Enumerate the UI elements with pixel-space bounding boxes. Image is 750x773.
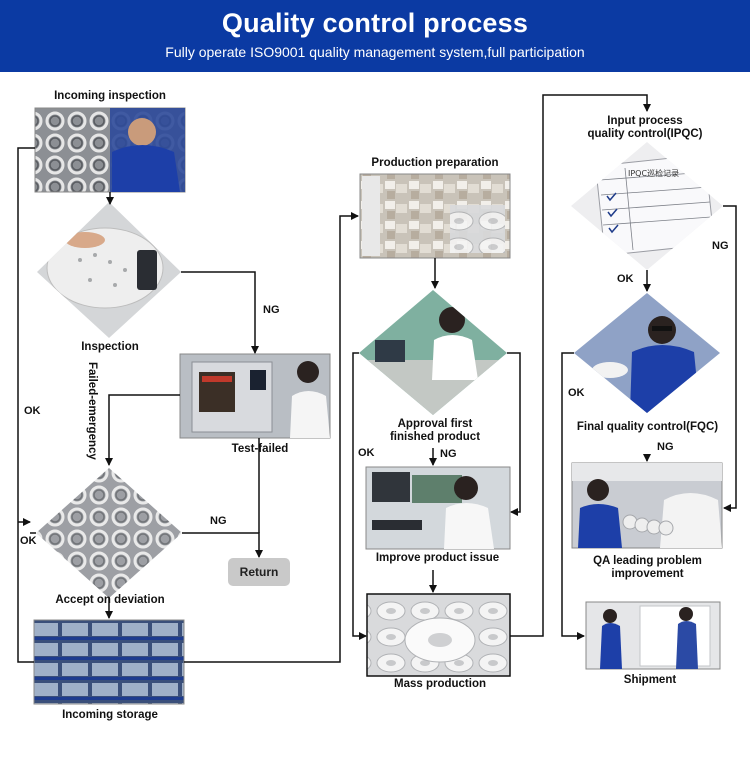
step-accept-on-deviation: Accept on deviation [55,594,165,606]
page-title: Quality control process [221,8,529,38]
step-improve-product-issue: Improve product issue [375,552,500,564]
ipqc-photo: IPQC巡检记录 [571,142,723,270]
step-production-preparation: Production preparation [371,157,499,169]
ok-label-ipqc: OK [617,273,634,285]
improve-product-issue-photo [365,466,511,550]
return-button[interactable]: Return [228,558,290,586]
inspection-photo [37,202,181,338]
qa-leading-photo [571,462,723,549]
ipqc-line-2: quality control(IPQC) [587,128,703,140]
ng-label-approval: NG [440,448,457,460]
accept-on-deviation-photo [36,468,182,598]
ipqc-line-1: Input process [607,115,683,127]
incoming-inspection-photo [34,107,186,193]
step-incoming-inspection: Incoming inspection [54,90,166,102]
ng-label-inspection: NG [263,304,280,316]
step-incoming-storage: Incoming storage [62,709,158,721]
test-failed-photo [179,353,331,439]
approval-first-line-2: finished product [389,431,481,443]
incoming-storage-photo [33,619,185,705]
ng-label-ipqc: NG [712,240,729,252]
ng-label-deviation: NG [210,515,227,527]
step-approval-first: Approval first finished product [370,418,500,444]
step-failed-emergency: Failed-emergency [86,362,98,460]
production-preparation-photo [359,173,511,259]
header-banner: Quality control process Fully operate IS… [0,0,750,72]
page-subtitle: Fully operate ISO9001 quality management… [165,44,585,60]
step-inspection: Inspection [81,341,139,353]
step-qa-leading: QA leading problem improvement [575,555,720,581]
fqc-photo [574,293,720,413]
step-input-process-qc: Input process quality control(IPQC) [570,115,720,141]
ok-label-fqc: OK [568,387,585,399]
ok-label-left-loop: OK [24,405,41,417]
step-shipment: Shipment [623,674,677,686]
step-mass-production: Mass production [393,678,486,690]
step-final-qc: Final quality control(FQC) [576,421,719,433]
step-test-failed: Test-failed [231,443,289,455]
ok-label-deviation: OK [20,535,37,547]
ipqc-sheet-text: IPQC巡检记录 [628,168,679,178]
shipment-photo [585,601,721,670]
approval-first-line-1: Approval first [397,418,473,430]
ng-label-fqc: NG [657,441,674,453]
qa-line-1: QA leading problem [593,555,702,567]
mass-production-photo [366,593,511,677]
qa-line-2: improvement [611,568,684,580]
approval-first-photo [359,290,507,415]
ok-label-approval: OK [358,447,375,459]
